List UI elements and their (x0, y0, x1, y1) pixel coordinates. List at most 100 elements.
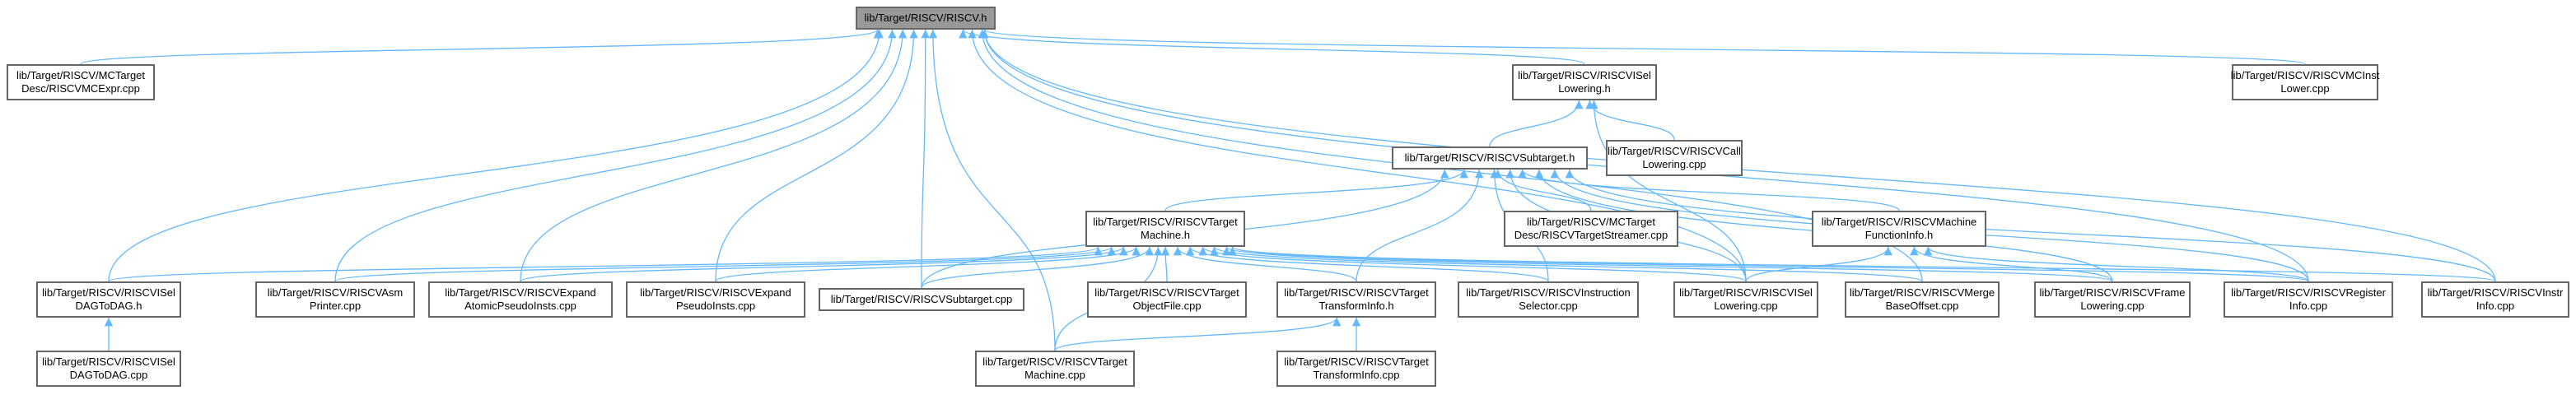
node-label-line: Printer.cpp (309, 300, 362, 312)
node-label-line: lib/Target/RISCV/RISCVInstr (2427, 286, 2564, 299)
node-label-line: lib/Target/RISCV/RISCVISel (42, 356, 175, 368)
node-instruction-selector-cpp[interactable]: lib/Target/RISCV/RISCVInstruction Select… (1458, 281, 1639, 318)
node-label-line: Selector.cpp (1519, 300, 1578, 312)
node-target-transforminfo-h[interactable]: lib/Target/RISCV/RISCVTarget TransformIn… (1276, 281, 1436, 318)
edge-isel_lowering_cpp-to-machine_function_info_h (1745, 246, 1892, 282)
node-subtarget-h[interactable]: lib/Target/RISCV/RISCVSubtarget.h (1392, 146, 1588, 170)
edge-subtarget_cpp-to-target_machine_h (921, 246, 1154, 289)
node-label-line: lib/Target/RISCV/RISCVTarget (1094, 286, 1239, 299)
node-label-line: lib/Target/RISCV/RISCVISel (1518, 69, 1651, 81)
node-label-line: lib/Target/RISCV/RISCVSubtarget.cpp (830, 293, 1013, 305)
node-label-line: Info.cpp (2476, 300, 2515, 312)
node-riscv-h[interactable]: lib/Target/RISCV/RISCV.h (856, 7, 996, 30)
node-mcinst-lower-cpp[interactable]: lib/Target/RISCV/RISCVMCInst Lower.cpp (2230, 64, 2380, 100)
node-label-line: Lowering.cpp (2080, 300, 2144, 312)
edge-asm_printer-to-riscv_h (334, 29, 897, 282)
edge-register_info-to-machine_function_info_h (1924, 246, 2309, 282)
node-label-line: Machine.cpp (1024, 369, 1085, 381)
edge-register_info-to-target_machine_h (1228, 246, 2309, 282)
node-isel-lowering-h[interactable]: lib/Target/RISCV/RISCVISel Lowering.h (1512, 64, 1657, 100)
edge-mcinst_lower-to-riscv_h (980, 29, 2306, 65)
node-label-line: Lowering.cpp (1642, 158, 1706, 170)
node-subtarget-cpp[interactable]: lib/Target/RISCV/RISCVSubtarget.cpp (819, 288, 1024, 311)
node-label-line: lib/Target/RISCV/RISCVISel (1679, 286, 1813, 299)
node-target-machine-h[interactable]: lib/Target/RISCV/RISCVTarget Machine.h (1085, 211, 1245, 247)
edge-target_machine_cpp-to-riscv_h (928, 29, 1056, 351)
node-label-line: AtomicPseudoInsts.cpp (464, 300, 576, 312)
edge-subtarget_h-to-isel_lowering_h (1489, 100, 1584, 147)
node-label-line: Lowering.cpp (1714, 300, 1778, 312)
node-label-line: lib/Target/RISCV/RISCVTarget (1284, 286, 1429, 299)
edge-instr_info-to-target_machine_h (1228, 246, 2496, 282)
edge-target_transforminfo_h-to-target_machine_h (1173, 246, 1357, 282)
edge-machine_function_info_h-to-subtarget_h (1518, 169, 1900, 211)
edge-frame_lowering-to-target_machine_h (1222, 246, 2113, 282)
edge-frame_lowering-to-machine_function_info_h (1910, 246, 2113, 282)
node-label-line: FunctionInfo.h (1864, 229, 1934, 241)
edge-target_machine_cpp-to-target_transforminfo_h (1054, 317, 1342, 351)
edge-expand_atomic-to-riscv_h (520, 29, 908, 282)
node-label-line: lib/Target/RISCV/RISCVTarget (1093, 216, 1238, 228)
node-isel-dagtodag-h[interactable]: lib/Target/RISCV/RISCVISel DAGToDAG.h (36, 281, 181, 318)
edge-asm_printer-to-target_machine_h (334, 246, 1116, 282)
node-label-line: lib/Target/RISCV/RISCVMerge (1849, 286, 1995, 299)
edge-merge_baseoffset-to-target_machine_h (1210, 246, 1923, 282)
edge-call_lowering-to-isel_lowering_h (1585, 100, 1675, 141)
node-label-line: lib/Target/RISCV/RISCVAsm (267, 286, 404, 299)
node-label-line: lib/Target/RISCV/MCTarget (16, 69, 146, 81)
node-label-line: lib/Target/RISCV/RISCVInstruction (1466, 286, 1631, 299)
node-mctarget-mcexpr-cpp[interactable]: lib/Target/RISCV/MCTarget Desc/RISCVMCEx… (7, 64, 155, 100)
node-label-line: BaseOffset.cpp (1885, 300, 1959, 312)
node-label-line: lib/Target/RISCV/RISCVExpand (445, 286, 596, 299)
node-label-line: Info.cpp (2289, 300, 2328, 312)
node-machine-function-info-h[interactable]: lib/Target/RISCV/RISCVMachine FunctionIn… (1812, 211, 1986, 247)
node-label-line: TransformInfo.cpp (1313, 369, 1400, 381)
node-frame-lowering-cpp[interactable]: lib/Target/RISCV/RISCVFrame Lowering.cpp (2034, 281, 2191, 318)
node-target-machine-cpp[interactable]: lib/Target/RISCV/RISCVTarget Machine.cpp (975, 351, 1135, 387)
node-target-transforminfo-cpp[interactable]: lib/Target/RISCV/RISCVTarget TransformIn… (1276, 351, 1436, 387)
edge-instr_info-to-subtarget_h (1565, 169, 2496, 282)
node-label-line: DAGToDAG.cpp (69, 369, 148, 381)
node-label-line: Desc/RISCVTargetStreamer.cpp (1514, 229, 1668, 241)
edge-subtarget_cpp-to-riscv_h (921, 29, 930, 289)
node-label-line: Desc/RISCVMCExpr.cpp (21, 82, 140, 95)
node-label-line: lib/Target/RISCV/RISCV.h (864, 12, 987, 24)
node-expand-pseudo-insts-cpp[interactable]: lib/Target/RISCV/RISCVExpand PseudoInsts… (626, 281, 805, 318)
node-target-streamer-cpp[interactable]: lib/Target/RISCV/MCTarget Desc/RISCVTarg… (1504, 211, 1678, 247)
edge-isel_dagtodag_h-to-target_machine_h (108, 246, 1103, 282)
node-isel-dagtodag-cpp[interactable]: lib/Target/RISCV/RISCVISel DAGToDAG.cpp (36, 351, 181, 387)
node-label-line: TransformInfo.h (1318, 300, 1394, 312)
edge-target_streamer-to-subtarget_h (1493, 169, 1592, 211)
node-target-objectfile-cpp[interactable]: lib/Target/RISCV/RISCVTarget ObjectFile.… (1087, 281, 1247, 318)
node-call-lowering-cpp[interactable]: lib/Target/RISCV/RISCVCall Lowering.cpp (1606, 140, 1743, 176)
node-label-line: lib/Target/RISCV/RISCVSubtarget.h (1404, 151, 1575, 164)
node-label-line: lib/Target/RISCV/RISCVTarget (982, 356, 1127, 368)
node-label-line: lib/Target/RISCV/RISCVTarget (1284, 356, 1429, 368)
node-label-line: lib/Target/RISCV/RISCVISel (42, 286, 175, 299)
node-label-line: Lower.cpp (2280, 82, 2330, 95)
edge-isel_lowering_h-to-riscv_h (959, 29, 1585, 65)
node-label-line: lib/Target/RISCV/RISCVRegister (2231, 286, 2386, 299)
node-label-line: lib/Target/RISCV/RISCVCall (1608, 145, 1741, 157)
edge-target_machine_h-to-subtarget_h (1164, 169, 1468, 211)
node-label-line: ObjectFile.cpp (1132, 300, 1202, 312)
node-label-line: Lowering.h (1558, 82, 1611, 95)
edge-expand_atomic-to-target_machine_h (520, 246, 1128, 282)
node-label-line: lib/Target/RISCV/RISCVFrame (2039, 286, 2186, 299)
node-label-line: Machine.h (1141, 229, 1190, 241)
edge-instruction_selector-to-target_machine_h (1186, 246, 1549, 282)
node-label-line: lib/Target/RISCV/RISCVMachine (1821, 216, 1977, 228)
edge-isel_dagtodag_h-to-riscv_h (108, 29, 884, 282)
node-label-line: lib/Target/RISCV/RISCVExpand (640, 286, 791, 299)
edge-expand_pseudo-to-riscv_h (715, 29, 918, 282)
node-expand-atomic-pseudo-insts-cpp[interactable]: lib/Target/RISCV/RISCVExpand AtomicPseud… (428, 281, 613, 318)
node-label-line: lib/Target/RISCV/MCTarget (1526, 216, 1656, 228)
node-register-info-cpp[interactable]: lib/Target/RISCV/RISCVRegister Info.cpp (2224, 281, 2393, 318)
node-merge-baseoffset-cpp[interactable]: lib/Target/RISCV/RISCVMerge BaseOffset.c… (1845, 281, 2000, 318)
node-label-line: lib/Target/RISCV/RISCVMCInst (2230, 69, 2380, 81)
node-isel-lowering-cpp[interactable]: lib/Target/RISCV/RISCVISel Lowering.cpp (1673, 281, 1818, 318)
node-instr-info-cpp[interactable]: lib/Target/RISCV/RISCVInstr Info.cpp (2421, 281, 2569, 318)
node-asm-printer-cpp[interactable]: lib/Target/RISCV/RISCVAsm Printer.cpp (255, 281, 415, 318)
edge-target_objectfile-to-target_machine_h (1160, 246, 1170, 282)
